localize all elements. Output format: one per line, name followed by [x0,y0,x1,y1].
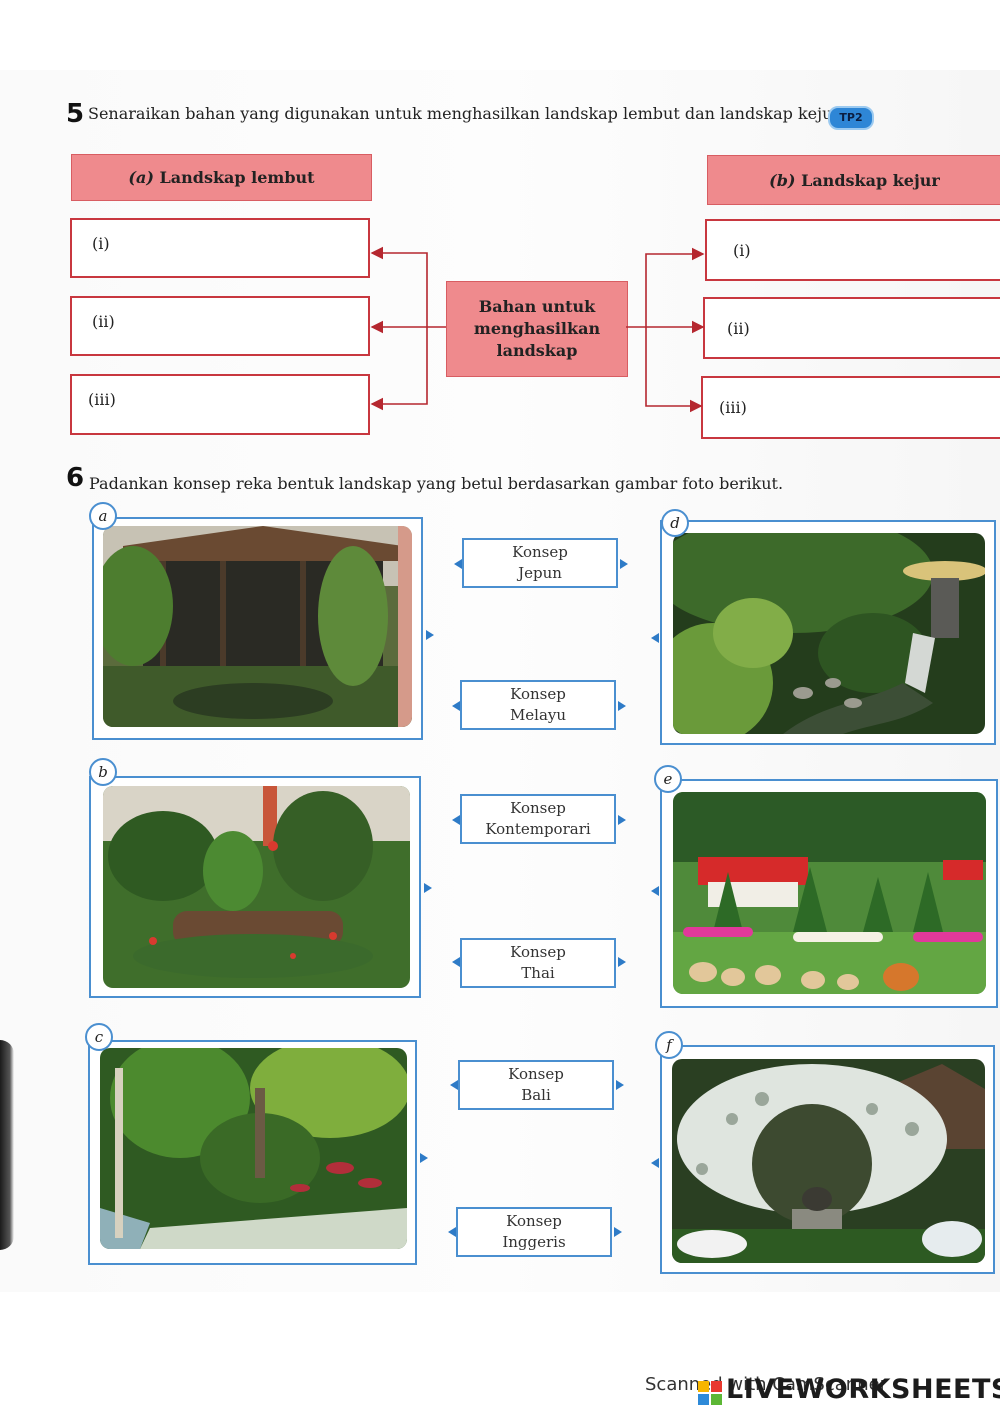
question-5-number: 5 [66,99,85,129]
concept-jepun-left-point[interactable] [454,559,462,569]
concept-name: Jepun [518,564,562,582]
tp2-badge: TP2 [828,106,874,130]
photo-label-f: f [655,1031,683,1059]
answer-label: (i) [92,233,110,253]
answer-label: (ii) [92,311,115,331]
concept-name: Melayu [509,706,567,724]
center-line-2: menghasilkan [473,319,601,338]
photo-a-gazebo-garden [103,526,412,727]
photo-label-b: b [89,758,117,786]
concept-inggeris-left-point[interactable] [448,1227,456,1237]
concept-jepun[interactable]: Konsep Jepun [462,538,618,588]
question-6-text: Padankan konsep reka bentuk landskap yan… [89,474,784,493]
concept-line: Konsep [510,799,566,817]
concept-melayu[interactable]: Konsep Melayu [460,680,616,730]
photo-label-a: a [89,502,117,530]
header-letter-a: (a) [128,168,154,187]
photo-label-c: c [85,1023,113,1051]
match-point-f[interactable] [651,1158,659,1168]
concept-bali[interactable]: Konsep Bali [458,1060,614,1110]
photo-f-white-flowering-arch-garden [672,1059,985,1263]
concept-melayu-left-point[interactable] [452,701,460,711]
answer-box-kejur-iii[interactable]: (iii) [701,376,1000,439]
header-text-lembut: Landskap lembut [159,168,315,187]
answer-label: (ii) [727,318,750,338]
header-landskap-kejur: (b) Landskap kejur [707,155,1000,205]
concept-name: Thai [521,964,555,982]
answer-box-lembut-i[interactable]: (i) [70,218,370,278]
concept-kontemporari[interactable]: Konsep Kontemporari [460,794,616,844]
concept-thai[interactable]: Konsep Thai [460,938,616,988]
concept-bali-left-point[interactable] [450,1080,458,1090]
photo-e-topiary-flower-garden [673,792,986,994]
photo-c-tropical-garden [100,1048,407,1249]
concept-kontemporari-right-point[interactable] [618,815,626,825]
match-point-e[interactable] [651,886,659,896]
concept-thai-left-point[interactable] [452,957,460,967]
answer-label: (i) [733,240,751,260]
center-line-3: landskap [496,341,578,360]
concept-name: Bali [521,1086,551,1104]
question-6-number: 6 [66,463,85,493]
match-point-c[interactable] [420,1153,428,1163]
photo-d-japanese-stream-garden [673,533,985,734]
concept-thai-right-point[interactable] [618,957,626,967]
concept-bali-right-point[interactable] [616,1080,624,1090]
concept-kontemporari-left-point[interactable] [452,815,460,825]
header-letter-b: (b) [769,170,796,190]
concept-line: Konsep [508,1065,564,1083]
concept-melayu-right-point[interactable] [618,701,626,711]
concept-line: Konsep [510,685,566,703]
center-box-bahan: Bahan untuk menghasilkan landskap [446,281,628,377]
photo-label-e: e [654,765,682,793]
match-point-a[interactable] [426,630,434,640]
match-point-b[interactable] [424,883,432,893]
photo-b-pond-garden [103,786,410,988]
answer-box-kejur-i[interactable]: (i) [705,219,1000,281]
connector-lines [370,246,705,413]
concept-line: Konsep [506,1212,562,1230]
answer-box-lembut-iii[interactable]: (iii) [70,374,370,435]
answer-label: (iii) [88,390,116,409]
concept-line: Konsep [510,943,566,961]
concept-inggeris[interactable]: Konsep Inggeris [456,1207,612,1257]
concept-jepun-right-point[interactable] [620,559,628,569]
liveworksheets-brand: LIVEWORKSHEETS [726,1374,1000,1405]
answer-label: (iii) [719,398,747,417]
question-5-text: Senaraikan bahan yang digunakan untuk me… [88,104,844,123]
concept-name: Inggeris [502,1233,566,1251]
scan-shadow-edge [0,1040,14,1250]
concept-name: Kontemporari [485,820,591,838]
answer-box-kejur-ii[interactable]: (ii) [703,297,1000,359]
concept-inggeris-right-point[interactable] [614,1227,622,1237]
liveworksheets-logo-icon [698,1381,722,1405]
concept-line: Konsep [512,543,568,561]
match-point-d[interactable] [651,633,659,643]
answer-box-lembut-ii[interactable]: (ii) [70,296,370,356]
header-text-kejur: Landskap kejur [801,170,940,190]
header-landskap-lembut: (a) Landskap lembut [71,154,372,201]
photo-label-d: d [661,509,689,537]
center-line-1: Bahan untuk [478,297,596,316]
